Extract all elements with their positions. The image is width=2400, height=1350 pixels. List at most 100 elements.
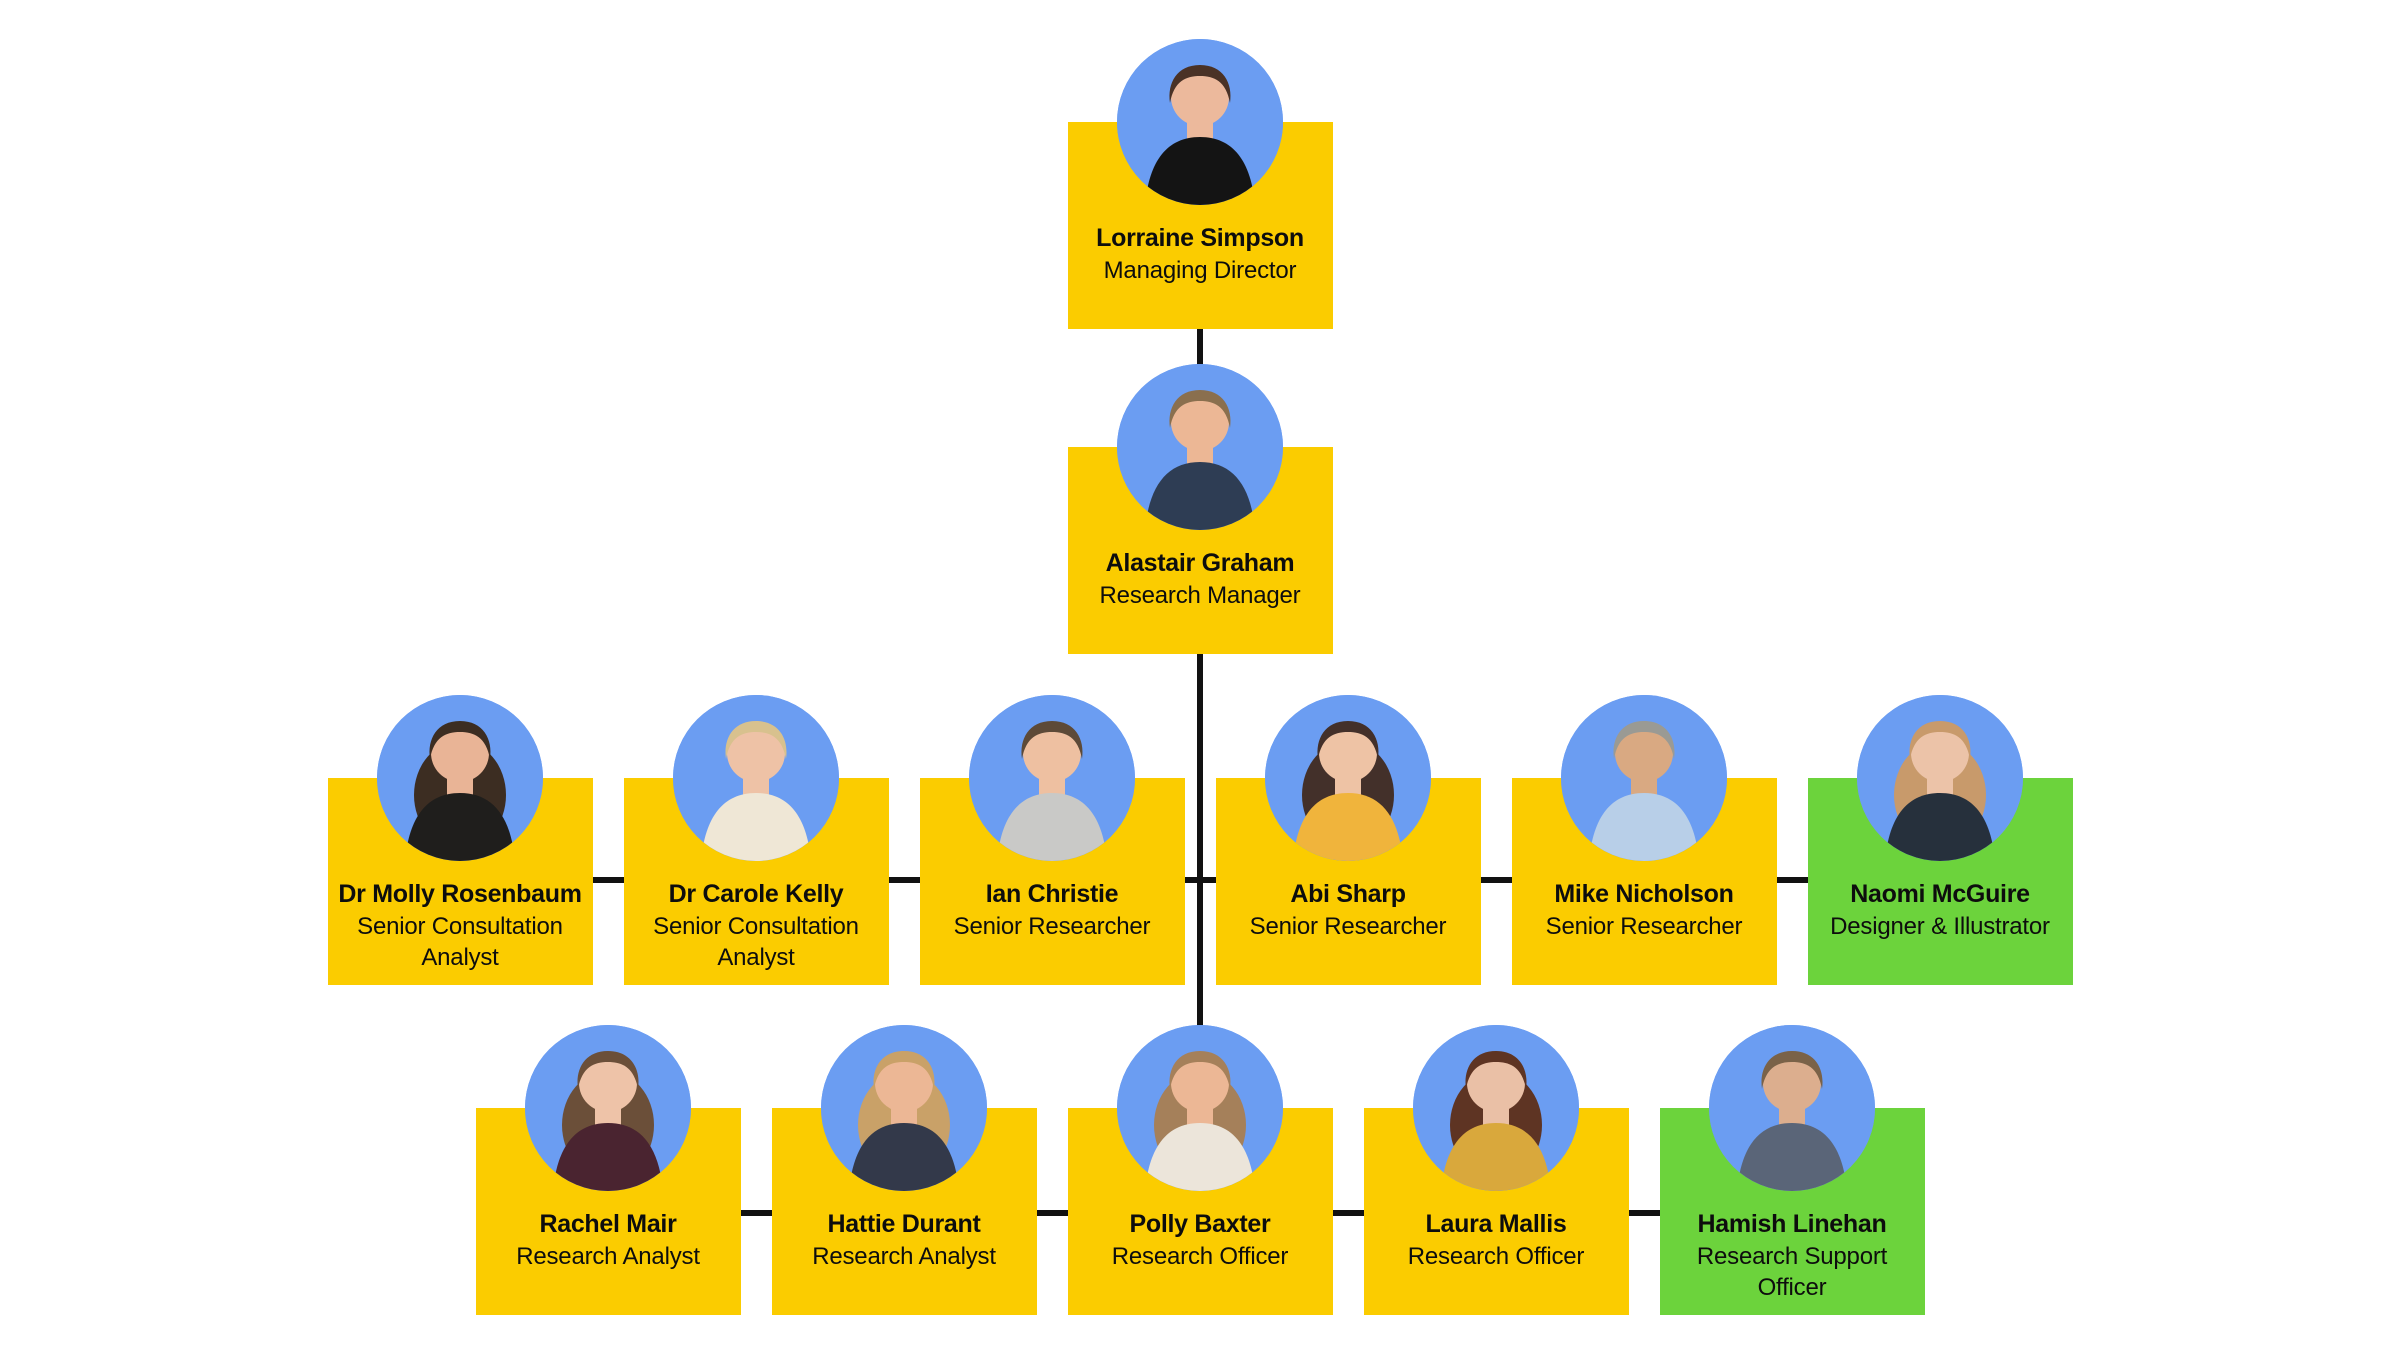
person-role-line: Senior Researcher [1545,913,1743,940]
person-card: Lorraine Simpson Managing Director [1067,39,1333,329]
person-photo-icon [1117,364,1283,530]
hair-shape [1169,390,1231,428]
person-card-panel: Alastair Graham Research Manager [1067,447,1333,654]
person-photo-icon [673,695,839,861]
face-shape [727,724,785,782]
person-card-panel: Hattie Durant Research Analyst [771,1108,1037,1315]
face-shape [1615,724,1673,782]
hair-shape [1169,65,1231,103]
hair-shape [1021,721,1083,759]
person-role-line: Research Officer [1407,1243,1585,1270]
shoulders-shape [1737,1123,1847,1191]
avatar [1857,695,2023,861]
person-photo-icon [821,1025,987,1191]
shoulders-shape [1145,1123,1255,1191]
hair-shape [577,1051,639,1089]
person-role: Research Analyst [476,1241,741,1272]
person-name: Mike Nicholson [1554,880,1734,908]
person-role-line: Research Analyst [516,1243,700,1270]
shoulders-shape [701,793,811,861]
person-role: Research Manager [1068,580,1333,611]
shoulders-shape [1441,1123,1551,1191]
avatar [673,695,839,861]
person-name: Dr Molly Rosenbaum [338,880,582,908]
face-shape [1763,1054,1821,1112]
person-card: Rachel Mair Research Analyst [475,1025,741,1315]
person-name: Polly Baxter [1129,1210,1271,1238]
shoulders-shape [1885,793,1995,861]
avatar [821,1025,987,1191]
person-card: Abi Sharp Senior Researcher [1215,695,1481,985]
person-card: Ian Christie Senior Researcher [919,695,1185,985]
person-role: Research Officer [1364,1241,1629,1272]
avatar [1265,695,1431,861]
person-role-line: Senior Researcher [953,913,1151,940]
avatar [1117,364,1283,530]
person-name: Laura Mallis [1425,1210,1567,1238]
person-name: Ian Christie [985,880,1119,908]
face-shape [1171,68,1229,126]
person-role-line: Senior Researcher [1249,913,1447,940]
person-role: Research Officer [1068,1241,1333,1272]
person-role: Managing Director [1068,255,1333,286]
person-role-line: Research Officer [1111,1243,1289,1270]
shoulders-shape [553,1123,663,1191]
person-card: Laura Mallis Research Officer [1363,1025,1629,1315]
org-row-1: Lorraine Simpson Managing Director [0,39,2400,329]
face-shape [1171,393,1229,451]
person-role-line: Analyst [421,944,499,971]
person-role: Designer & Illustrator [1808,911,2073,942]
person-role-line: Managing Director [1103,257,1297,284]
avatar [1561,695,1727,861]
shoulders-shape [1145,137,1255,205]
person-card: Mike Nicholson Senior Researcher [1511,695,1777,985]
person-photo-icon [969,695,1135,861]
hair-shape [873,1051,935,1089]
person-role-line: Analyst [717,944,795,971]
shoulders-shape [997,793,1107,861]
shoulders-shape [1589,793,1699,861]
person-name: Alastair Graham [1105,549,1295,577]
face-shape [579,1054,637,1112]
face-shape [1171,1054,1229,1112]
face-shape [1023,724,1081,782]
avatar [525,1025,691,1191]
shoulders-shape [405,793,515,861]
face-shape [1467,1054,1525,1112]
person-role: Senior Researcher [920,911,1185,942]
person-card: Hattie Durant Research Analyst [771,1025,1037,1315]
hair-shape [1169,1051,1231,1089]
person-photo-icon [1117,39,1283,205]
person-role: Senior Researcher [1216,911,1481,942]
org-row-4: Rachel Mair Research Analyst Hattie Dura… [0,1025,2400,1315]
person-role-line: Senior Consultation [357,913,563,940]
person-card: Polly Baxter Research Officer [1067,1025,1333,1315]
person-card: Naomi McGuire Designer & Illustrator [1807,695,2073,985]
person-photo-icon [1561,695,1727,861]
person-role-line: Senior Consultation [653,913,859,940]
face-shape [875,1054,933,1112]
person-photo-icon [1413,1025,1579,1191]
avatar [1413,1025,1579,1191]
person-role-line: Research Support [1696,1243,1888,1270]
person-role-line: Designer & Illustrator [1830,913,2050,940]
person-role-line: Officer [1757,1274,1827,1301]
hair-shape [1613,721,1675,759]
hair-shape [725,721,787,759]
person-name: Naomi McGuire [1850,880,2030,908]
person-role-line: Research Manager [1099,582,1301,609]
hair-shape [1909,721,1971,759]
hair-shape [1465,1051,1527,1089]
shoulders-shape [1145,462,1255,530]
person-name: Hattie Durant [827,1210,981,1238]
face-shape [431,724,489,782]
connector-row3-horizontal [460,877,1940,883]
